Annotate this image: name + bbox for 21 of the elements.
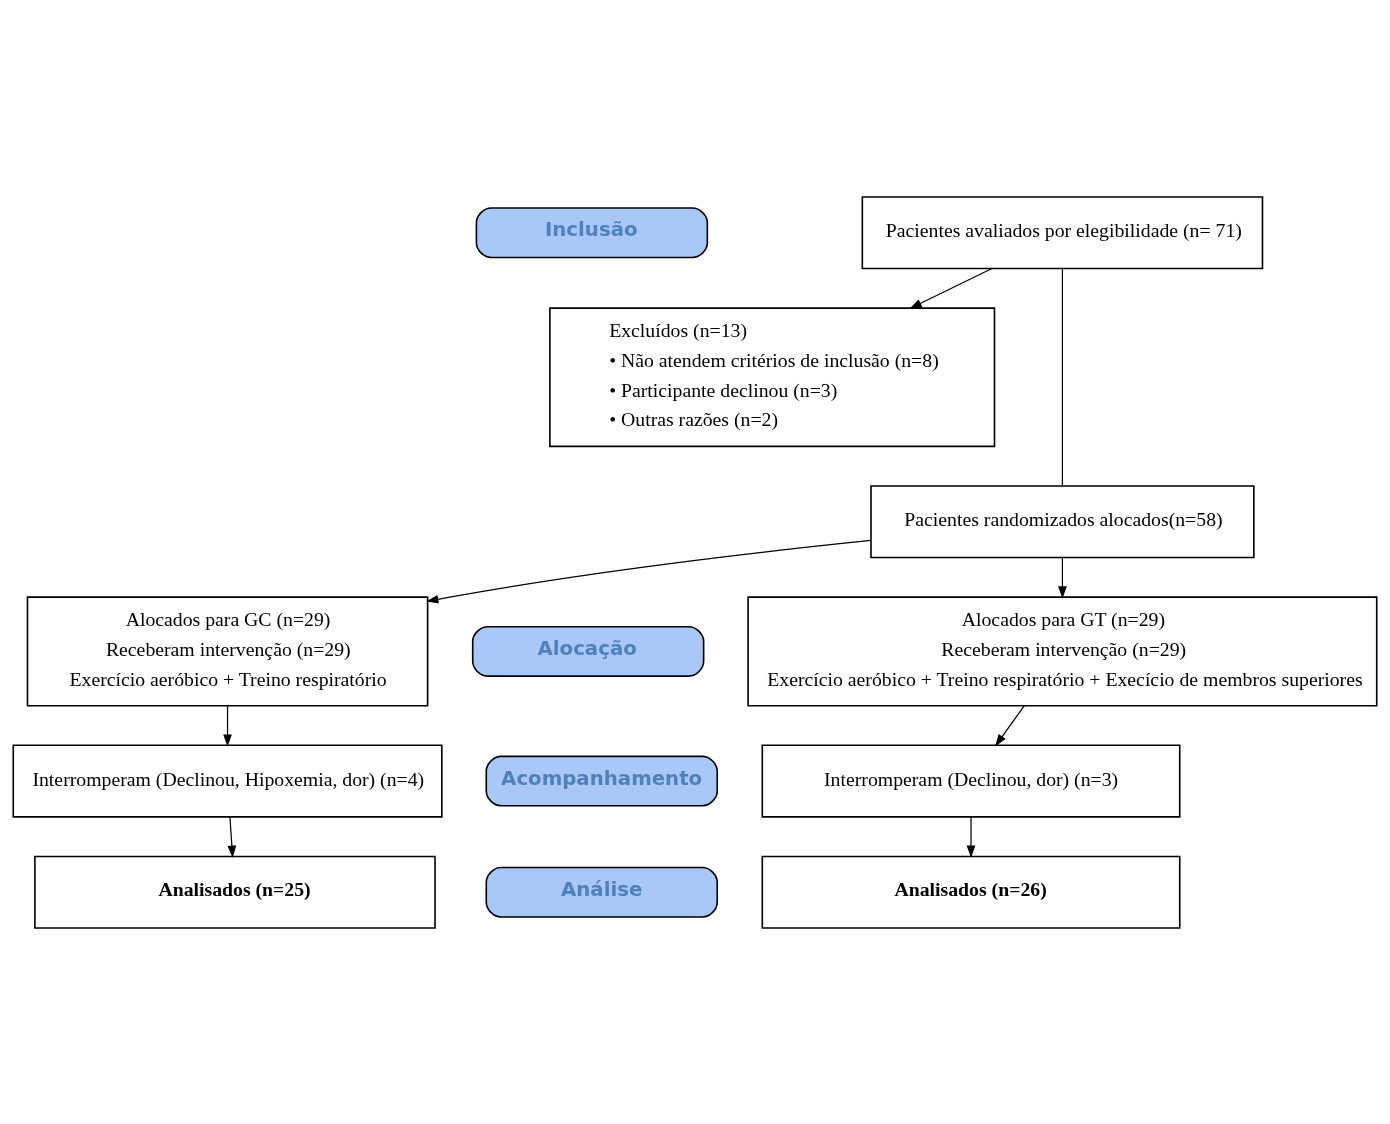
connector [1061,268,1064,486]
arrow [995,704,1025,746]
arrow [909,267,993,309]
arrow [223,704,232,747]
node-box: Interromperam (Declinou, Hipoxemia, dor) (n=4) [12,743,443,818]
node-box: Alocados para GT (n=29) Receberam intervenção (n=29) Exercício aeróbico + Treino respiratório + Execício de membros superiores [747,595,1378,707]
arrow [1058,556,1067,599]
arrow [966,816,976,858]
node-box: Analisados (n=26) [761,855,1181,929]
node-box: Análise [485,866,719,918]
node-box: Excluídos (n=13) • Não atendem critérios de inclusão (n=8) • Participante declinou (n=3) • Outras razões (n=2) [549,306,996,447]
node-box: Pacientes avaliados por elegibilidade (n= 71) [861,195,1264,269]
node-box: Inclusão [475,206,709,258]
node-box: Alocação [471,625,705,677]
node-box: Alocados para GC (n=29) Receberam intervenção (n=29) Exercício aeróbico + Treino respiratório [26,595,429,707]
node-box: Analisados (n=25) [34,855,436,929]
node-box: Interromperam (Declinou, dor) (n=3) [761,743,1181,818]
arrow [426,539,872,603]
arrow [227,816,237,858]
node-box: Acompanhamento [485,755,719,807]
node-box: Pacientes randomizados alocados(n=58) [870,484,1255,558]
